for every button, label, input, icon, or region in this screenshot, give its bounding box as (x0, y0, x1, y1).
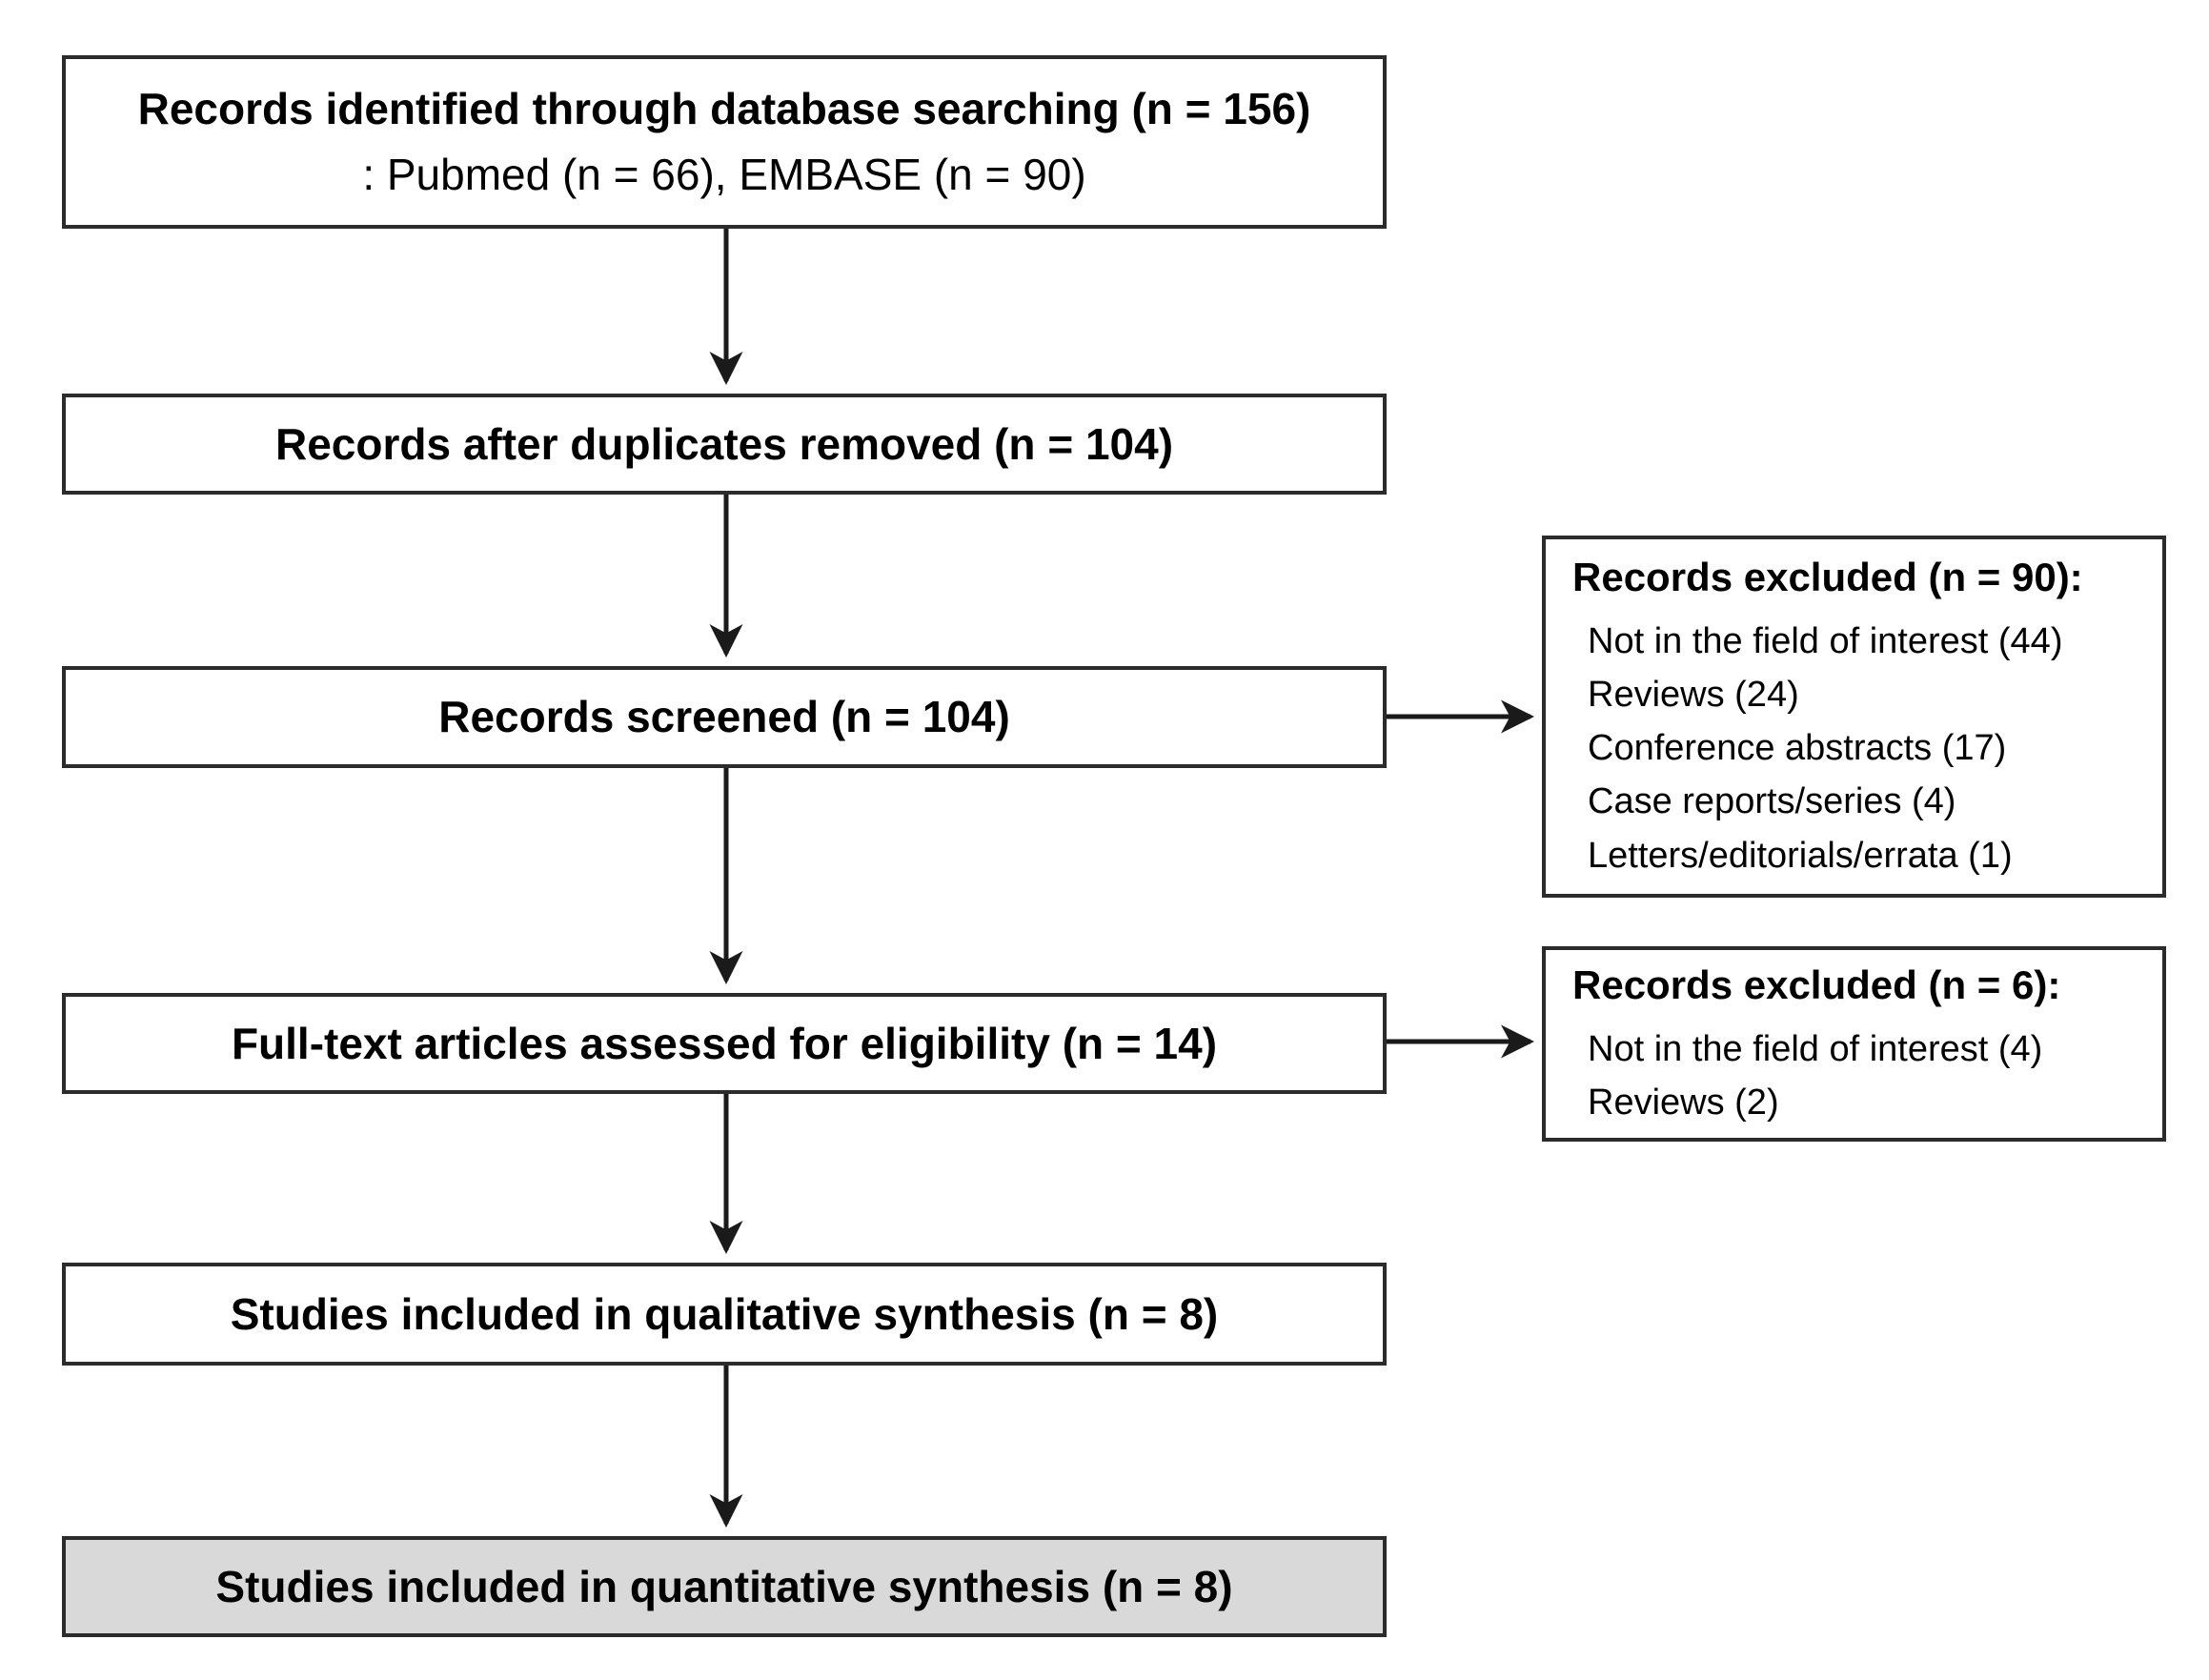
records-identified-sources: : Pubmed (n = 66), EMBASE (n = 90) (362, 150, 1086, 199)
excluded-screening-item: Not in the field of interest (44) (1588, 620, 2063, 661)
box-fulltext-assessed: Full-text articles assessed for eligibil… (62, 993, 1387, 1094)
fulltext-assessed-label: Full-text articles assessed for eligibil… (231, 1018, 1218, 1068)
box-excluded-screening: Records excluded (n = 90): Not in the fi… (1542, 536, 2166, 898)
records-identified-title: Records identified through database sear… (137, 84, 1311, 133)
box-duplicates-removed: Records after duplicates removed (n = 10… (62, 394, 1387, 495)
duplicates-removed-label: Records after duplicates removed (n = 10… (274, 418, 1174, 469)
box-records-screened: Records screened (n = 104) (62, 666, 1387, 768)
excluded-screening-item: Letters/editorials/errata (1) (1588, 835, 2013, 876)
box-quantitative-synthesis: Studies included in quantitative synthes… (62, 1536, 1387, 1637)
box-qualitative-synthesis: Studies included in qualitative synthesi… (62, 1263, 1387, 1366)
excluded-screening-item: Conference abstracts (17) (1588, 728, 2007, 769)
excluded-screening-item: Case reports/series (4) (1588, 781, 1956, 822)
box-excluded-fulltext: Records excluded (n = 6): Not in the fie… (1542, 946, 2166, 1142)
excluded-fulltext-title: Records excluded (n = 6): (1572, 961, 2061, 1007)
excluded-screening-title: Records excluded (n = 90): (1572, 555, 2083, 600)
excluded-fulltext-item: Not in the field of interest (4) (1588, 1028, 2043, 1069)
records-screened-label: Records screened (n = 104) (438, 692, 1010, 741)
excluded-screening-item: Reviews (24) (1588, 675, 1799, 715)
box-records-identified: Records identified through database sear… (62, 55, 1387, 229)
excluded-fulltext-item: Reviews (2) (1588, 1082, 1779, 1123)
quantitative-synthesis-label: Studies included in quantitative synthes… (215, 1561, 1233, 1611)
qualitative-synthesis-label: Studies included in qualitative synthesi… (230, 1288, 1219, 1339)
